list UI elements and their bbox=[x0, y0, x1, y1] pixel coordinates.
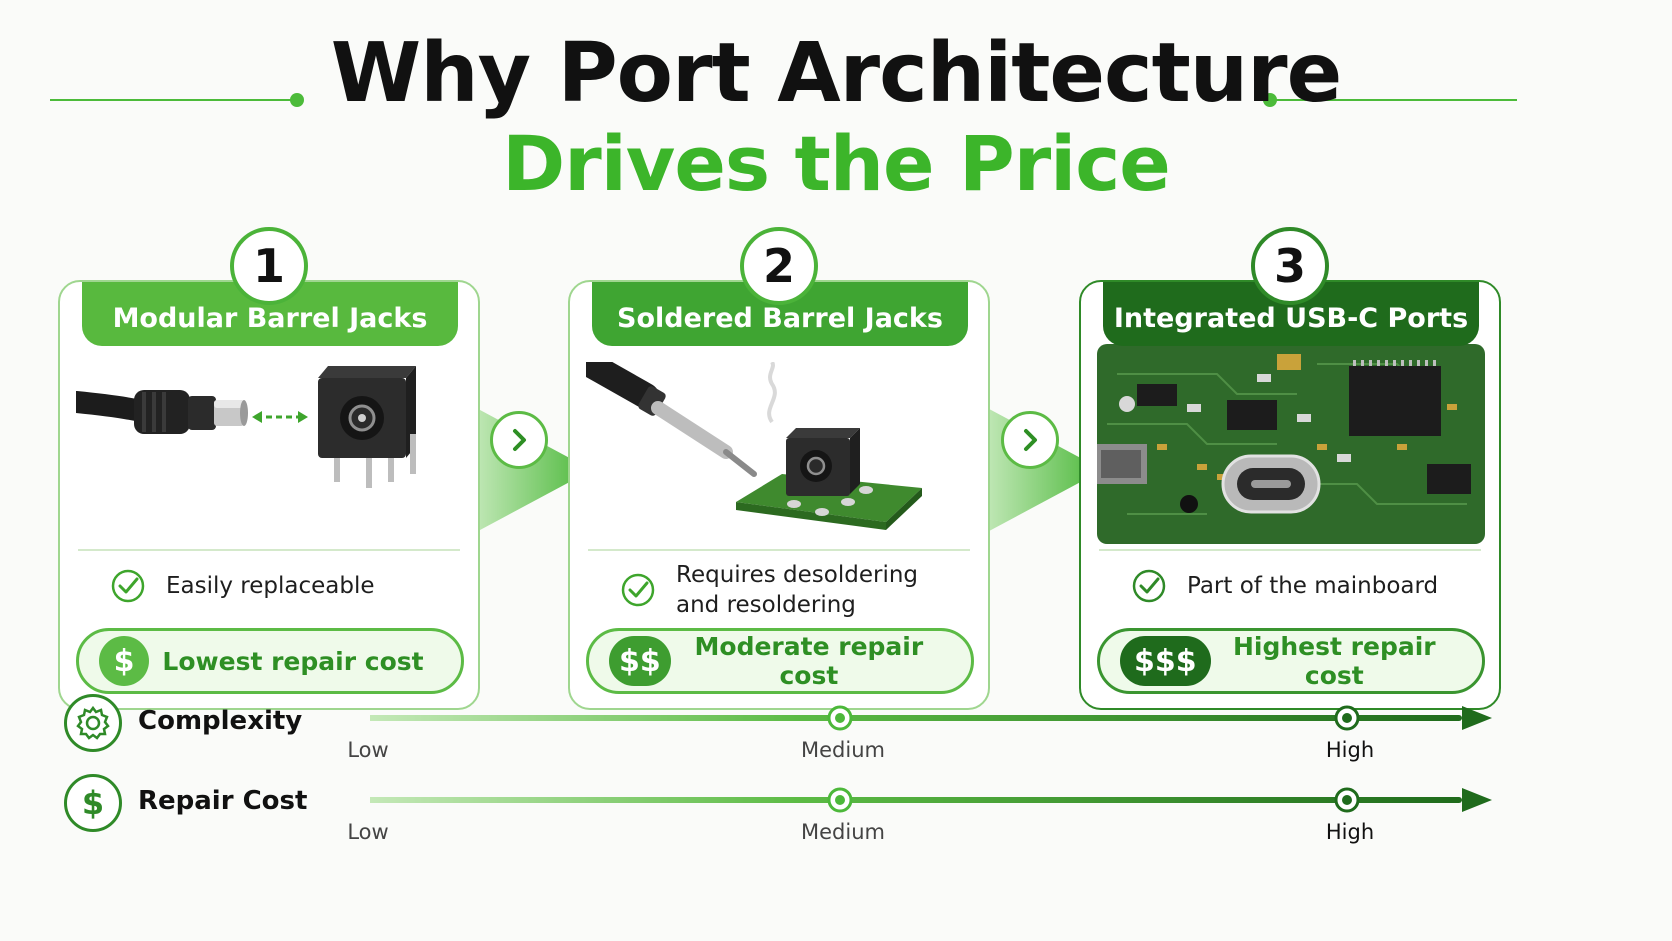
page-title: Why Port Architecture bbox=[330, 26, 1343, 121]
tick-label-low: Low bbox=[347, 738, 389, 762]
cost-symbol-badge: $ bbox=[99, 636, 149, 686]
cost-pill: $$$ Highest repair cost bbox=[1097, 628, 1485, 694]
check-circle-icon bbox=[111, 569, 145, 603]
feature-text-line: and resoldering bbox=[676, 592, 856, 618]
feature-text: Part of the mainboard bbox=[1187, 573, 1439, 599]
scale-label-repair-cost: Repair Cost bbox=[138, 786, 308, 816]
cost-symbol-badge: $$ bbox=[609, 636, 671, 686]
soldering-iron-on-pcb-illustration bbox=[586, 362, 922, 530]
cost-pill: $$ Moderate repair cost bbox=[586, 628, 974, 694]
feature-text-line: Requires desoldering bbox=[676, 562, 919, 588]
cost-pill: $ Lowest repair cost bbox=[76, 628, 464, 694]
card-divider bbox=[78, 549, 460, 551]
page-subtitle: Drives the Price bbox=[502, 119, 1171, 208]
feature-text: Requires desoldering and resoldering bbox=[676, 560, 918, 620]
tick-label-low: Low bbox=[347, 820, 389, 844]
step-number-badge: 3 bbox=[1251, 227, 1329, 305]
title-deco-line-left bbox=[50, 99, 297, 101]
check-circle-icon bbox=[1132, 569, 1166, 603]
scale-label-complexity: Complexity bbox=[138, 706, 303, 736]
tick-label-medium: Medium bbox=[801, 738, 885, 762]
chevron-right-icon bbox=[490, 411, 548, 469]
repair-cost-scale bbox=[370, 787, 1492, 813]
cost-label: Lowest repair cost bbox=[162, 646, 424, 676]
tick-label-medium: Medium bbox=[801, 820, 885, 844]
card-title: Modular Barrel Jacks bbox=[82, 282, 458, 346]
cost-label: Highest repair cost bbox=[1233, 632, 1436, 690]
barrel-plug-and-jack-illustration bbox=[76, 366, 416, 488]
step-number-badge: 1 bbox=[230, 227, 308, 305]
connector-2-3 bbox=[963, 395, 1103, 545]
feature-row: Requires desoldering and resoldering bbox=[620, 560, 970, 620]
connector-1-2 bbox=[452, 395, 592, 545]
card-soldered-barrel-jacks: 2 Soldered Barrel Jacks Requires desol bbox=[568, 227, 990, 710]
card-divider bbox=[588, 549, 970, 551]
title-deco-dot-right bbox=[1263, 93, 1277, 107]
usb-c-on-mainboard-illustration bbox=[1097, 344, 1485, 544]
title-deco-dot-left bbox=[290, 93, 304, 107]
cost-label: Moderate repair cost bbox=[694, 632, 924, 690]
gear-icon bbox=[64, 694, 122, 752]
complexity-scale bbox=[370, 705, 1492, 731]
chevron-right-icon bbox=[1001, 411, 1059, 469]
feature-row: Easily replaceable bbox=[110, 568, 460, 604]
title-deco-line-right bbox=[1274, 99, 1517, 101]
card-divider bbox=[1099, 549, 1481, 551]
check-circle-icon bbox=[621, 573, 655, 607]
dollar-icon: $ bbox=[64, 774, 122, 832]
step-number-badge: 2 bbox=[740, 227, 818, 305]
feature-row: Part of the mainboard bbox=[1131, 568, 1481, 604]
tick-label-high: High bbox=[1325, 738, 1375, 762]
card-modular-barrel-jacks: 1 Modular Barrel Jacks bbox=[58, 227, 480, 710]
card-integrated-usb-c-ports: 3 Integrated USB-C Ports bbox=[1079, 227, 1501, 710]
tick-label-high: High bbox=[1325, 820, 1375, 844]
feature-text: Easily replaceable bbox=[166, 573, 375, 599]
cost-symbol-badge: $$$ bbox=[1120, 636, 1211, 686]
